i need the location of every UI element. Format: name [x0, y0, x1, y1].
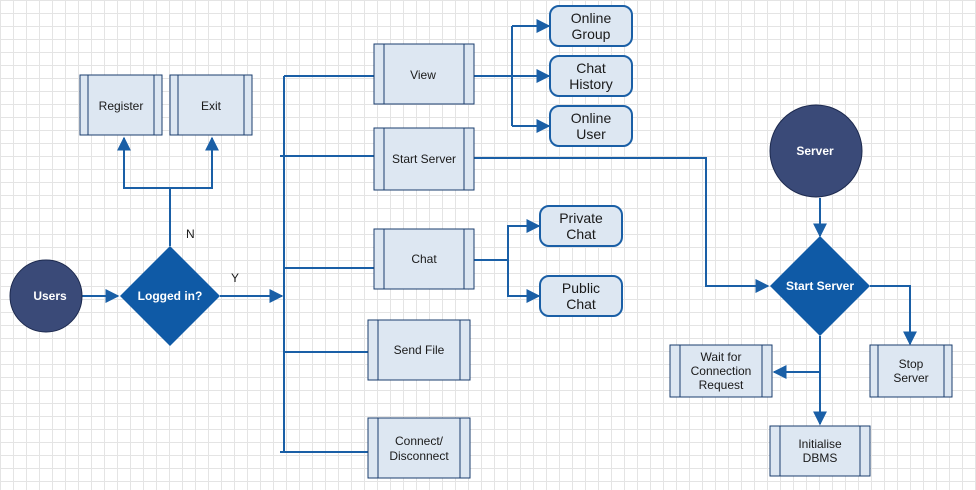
private-chat-box[interactable]: Private Chat: [539, 205, 623, 247]
init-label-line1: Initialise: [798, 437, 842, 451]
exit-label: Exit: [201, 99, 222, 113]
view-label: View: [410, 68, 436, 82]
online-user-line2: User: [576, 126, 606, 142]
edge-label-yes: Y: [231, 271, 239, 285]
edge-label-no: N: [186, 227, 195, 241]
edge-logged-in-no-trunk: [117, 136, 171, 246]
server-label: Server: [796, 144, 834, 158]
logged-in-decision[interactable]: Logged in?: [120, 246, 220, 346]
register-label: Register: [99, 99, 144, 113]
wait-label-line2: Connection: [691, 364, 752, 378]
wait-connection-box[interactable]: Wait for Connection Request: [669, 344, 773, 398]
start-server-box[interactable]: Start Server: [373, 127, 475, 191]
edge-logged-in-no-to-exit: [170, 136, 219, 189]
chat-box[interactable]: Chat: [373, 228, 475, 290]
online-group-box[interactable]: Online Group: [549, 5, 633, 47]
stop-label-line2: Server: [893, 371, 928, 385]
chat-history-line2: History: [569, 76, 613, 92]
public-chat-line1: Public: [562, 280, 600, 296]
stop-server-box[interactable]: Stop Server: [869, 344, 953, 398]
edge-chat-to-public: [507, 260, 541, 303]
edges: [82, 19, 917, 453]
online-user-line1: Online: [571, 110, 612, 126]
public-chat-line2: Chat: [566, 296, 596, 312]
online-group-line1: Online: [571, 10, 612, 26]
users-label: Users: [33, 289, 67, 303]
private-chat-line1: Private: [559, 210, 603, 226]
init-dbms-box[interactable]: Initialise DBMS: [769, 425, 871, 477]
edge-decision-to-stop: [870, 285, 917, 346]
server-node[interactable]: Server: [769, 104, 863, 198]
send-file-box[interactable]: Send File: [367, 319, 471, 381]
edge-start-server-to-decision: [474, 157, 770, 293]
chat-history-box[interactable]: Chat History: [549, 55, 633, 97]
connect-label-line2: Disconnect: [389, 449, 449, 463]
view-box[interactable]: View: [373, 43, 475, 105]
online-group-line2: Group: [572, 26, 611, 42]
public-chat-box[interactable]: Public Chat: [539, 275, 623, 317]
stop-label-line1: Stop: [899, 357, 924, 371]
chat-history-line1: Chat: [576, 60, 606, 76]
send-file-label: Send File: [394, 343, 445, 357]
exit-box[interactable]: Exit: [169, 74, 253, 136]
wait-label-line1: Wait for: [701, 350, 742, 364]
online-user-box[interactable]: Online User: [549, 105, 633, 147]
users-node[interactable]: Users: [9, 259, 83, 333]
start-server-label: Start Server: [392, 152, 456, 166]
init-label-line2: DBMS: [803, 451, 838, 465]
edge-chat-trunk: [474, 219, 541, 261]
wait-label-line3: Request: [699, 378, 744, 392]
chat-label: Chat: [411, 252, 437, 266]
logged-in-label: Logged in?: [138, 289, 203, 303]
private-chat-line2: Chat: [566, 226, 596, 242]
connect-label-line1: Connect/: [395, 434, 444, 448]
start-server-decision-label: Start Server: [786, 279, 854, 293]
start-server-decision[interactable]: Start Server: [770, 236, 870, 336]
register-box[interactable]: Register: [79, 74, 163, 136]
connect-box[interactable]: Connect/ Disconnect: [367, 417, 471, 479]
